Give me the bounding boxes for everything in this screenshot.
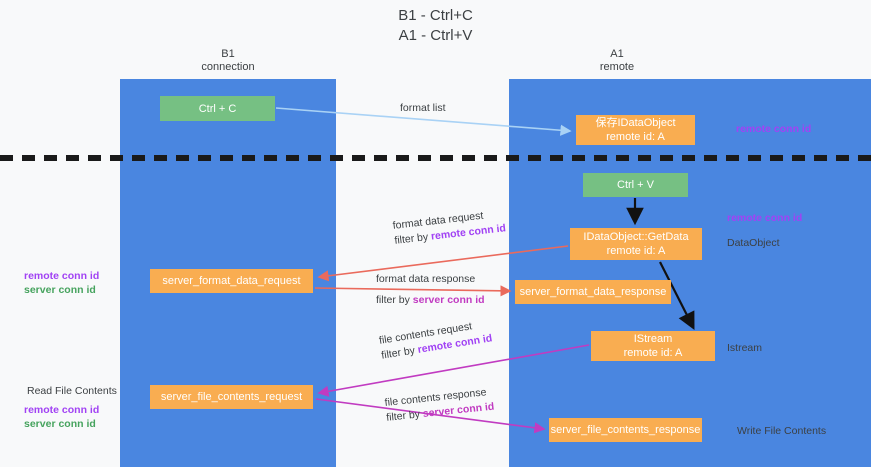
edge-label-format-data-response-filter-key: server conn id xyxy=(412,294,485,306)
edge-label-format-data-response-text: format data response xyxy=(376,273,476,285)
edge-label-format-data-response-filter-prefix: filter by xyxy=(376,294,413,306)
annotation-left-server-conn-id-2: server conn id xyxy=(24,418,96,430)
node-ctrl-c-label: Ctrl + C xyxy=(198,102,237,115)
annotation-left-conn-ids-format: remote conn id server conn id xyxy=(24,269,99,297)
annotation-dataobject-text: DataObject xyxy=(727,237,780,249)
lane-title-a1: A1 remote xyxy=(509,48,725,74)
node-server-file-contents-response-label: server_file_contents_response xyxy=(550,424,701,436)
page-title-line-2: A1 - Ctrl+V xyxy=(398,27,473,44)
annotation-remote-conn-id-mid: remote conn id xyxy=(727,211,802,225)
edge-label-format-data-request: format data request filter by remote con… xyxy=(392,206,507,248)
annotation-left-remote-conn-id-1: remote conn id xyxy=(24,270,100,282)
node-idataobject-getdata-remoteid: remote id: A xyxy=(606,245,666,257)
node-server-file-contents-response[interactable]: server_file_contents_response xyxy=(549,418,702,442)
annotation-write-file-contents: Write File Contents xyxy=(737,424,826,438)
node-server-file-contents-request[interactable]: server_file_contents_request xyxy=(150,385,313,409)
annotation-dataobject: DataObject xyxy=(727,236,780,250)
annotation-istream-text: Istream xyxy=(727,342,763,354)
node-ctrl-c[interactable]: Ctrl + C xyxy=(160,96,275,121)
annotation-left-remote-conn-id-2: remote conn id xyxy=(24,404,100,416)
lane-title-b1-name: B1 xyxy=(221,48,235,60)
node-server-format-data-request-label: server_format_data_request xyxy=(162,275,301,287)
node-idataobject-getdata-label: IDataObject::GetData xyxy=(583,231,689,243)
annotation-remote-conn-id-mid-text: remote conn id xyxy=(727,212,803,224)
edge-label-file-contents-response: file contents response filter by server … xyxy=(384,385,495,426)
annotation-write-file-contents-text: Write File Contents xyxy=(737,425,827,437)
node-istream[interactable]: IStream remote id: A xyxy=(591,331,715,361)
node-save-idataobject[interactable]: 保存IDataObject remote id: A xyxy=(576,115,695,145)
annotation-remote-conn-id-top-text: remote conn id xyxy=(736,123,812,135)
node-save-idataobject-label: 保存IDataObject xyxy=(595,117,676,129)
node-server-format-data-response-label: server_format_data_response xyxy=(519,286,667,298)
node-save-idataobject-remoteid: remote id: A xyxy=(606,131,665,143)
lane-title-a1-subtitle: remote xyxy=(599,61,635,73)
node-ctrl-v-label: Ctrl + V xyxy=(617,179,654,191)
lane-title-b1-subtitle: connection xyxy=(201,61,255,73)
node-idataobject-getdata[interactable]: IDataObject::GetData remote id: A xyxy=(570,228,702,260)
edge-label-format-list: format list xyxy=(400,102,446,114)
node-ctrl-v[interactable]: Ctrl + V xyxy=(583,173,688,197)
annotation-istream: Istream xyxy=(727,341,762,355)
annotation-read-file-contents: Read File Contents xyxy=(27,384,117,398)
edge-label-file-contents-request: file contents request filter by remote c… xyxy=(378,316,493,363)
page-title-line-1: B1 - Ctrl+C xyxy=(398,7,473,24)
annotation-left-conn-ids-file: remote conn id server conn id xyxy=(24,403,99,431)
edge-label-file-contents-response-filter-prefix: filter by xyxy=(385,408,424,424)
node-server-file-contents-request-label: server_file_contents_request xyxy=(160,391,303,403)
node-istream-remoteid: remote id: A xyxy=(623,347,683,359)
node-istream-label: IStream xyxy=(633,333,673,345)
node-server-format-data-request[interactable]: server_format_data_request xyxy=(150,269,313,293)
page-title: B1 - Ctrl+C A1 - Ctrl+V xyxy=(0,6,871,46)
lane-title-a1-name: A1 xyxy=(610,48,624,60)
edge-label-format-data-request-filter-prefix: filter by xyxy=(393,230,432,247)
node-server-format-data-response[interactable]: server_format_data_response xyxy=(515,280,671,304)
edge-label-format-data-response: format data response filter by server co… xyxy=(376,272,485,308)
lane-title-b1: B1 connection xyxy=(120,48,336,74)
annotation-left-server-conn-id-1: server conn id xyxy=(24,284,96,296)
annotation-read-file-contents-text: Read File Contents xyxy=(27,385,117,397)
edge-label-format-data-response-filter: filter by server conn id xyxy=(376,293,485,308)
annotation-remote-conn-id-top: remote conn id xyxy=(736,122,811,136)
